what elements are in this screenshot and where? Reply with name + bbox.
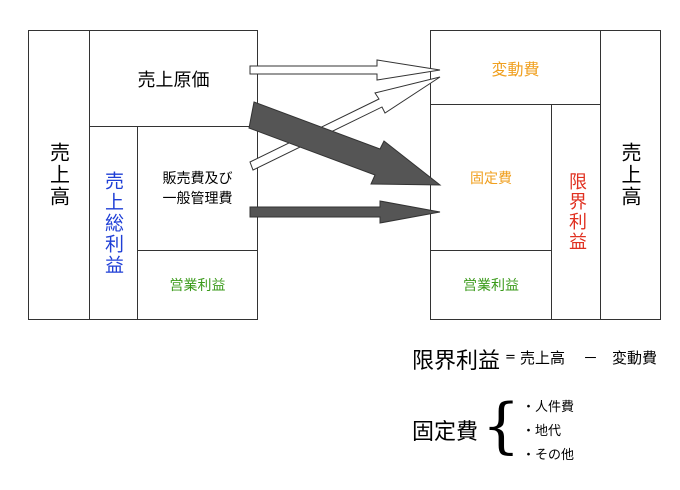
- fixed-cost-item: ・その他: [522, 448, 575, 463]
- formula-equals: =: [505, 350, 516, 365]
- left-operating-profit-box: 営業利益: [137, 250, 258, 320]
- cost-of-sales-label: 売上原価: [137, 69, 210, 91]
- right-sales-label: 売上高: [618, 142, 642, 208]
- right-sales-box: 売上高: [600, 30, 661, 320]
- arrow-cost-to-variable: [249, 59, 441, 81]
- sga-box: 販売費及び 一般管理費: [137, 126, 258, 251]
- variable-cost-box: 変動費: [430, 30, 601, 105]
- arrow-sga-to-fixed: [249, 200, 441, 224]
- formula-variable-cost: 変動費: [612, 349, 658, 367]
- fixed-cost-label: 固定費: [470, 170, 512, 187]
- contribution-margin-label: 限界利益: [566, 172, 587, 252]
- variable-cost-label: 変動費: [491, 59, 540, 79]
- fixed-cost-breakdown-label: 固定費: [412, 420, 479, 445]
- sga-label: 販売費及び 一般管理費: [162, 170, 233, 207]
- right-operating-profit-label: 営業利益: [463, 278, 519, 294]
- arrow-cost-to-fixed: [248, 101, 442, 186]
- gross-profit-box: 売上総利益: [89, 126, 138, 320]
- right-operating-profit-box: 営業利益: [430, 250, 552, 320]
- brace: {: [482, 391, 521, 461]
- fixed-cost-item: ・地代: [522, 424, 562, 439]
- gross-profit-label: 売上総利益: [102, 170, 124, 276]
- contribution-margin-box: 限界利益: [551, 104, 601, 320]
- formula-lhs: 限界利益: [412, 349, 501, 374]
- left-sales-box: 売上高: [28, 30, 90, 320]
- fixed-cost-item: ・人件費: [522, 400, 575, 415]
- formula-sales: 売上高: [520, 349, 566, 367]
- formula-minus: －: [583, 349, 599, 367]
- fixed-cost-box: 固定費: [430, 104, 552, 251]
- left-operating-profit-label: 営業利益: [169, 278, 226, 294]
- left-sales-label: 売上高: [46, 142, 71, 208]
- arrow-sga-to-variable: [249, 76, 441, 171]
